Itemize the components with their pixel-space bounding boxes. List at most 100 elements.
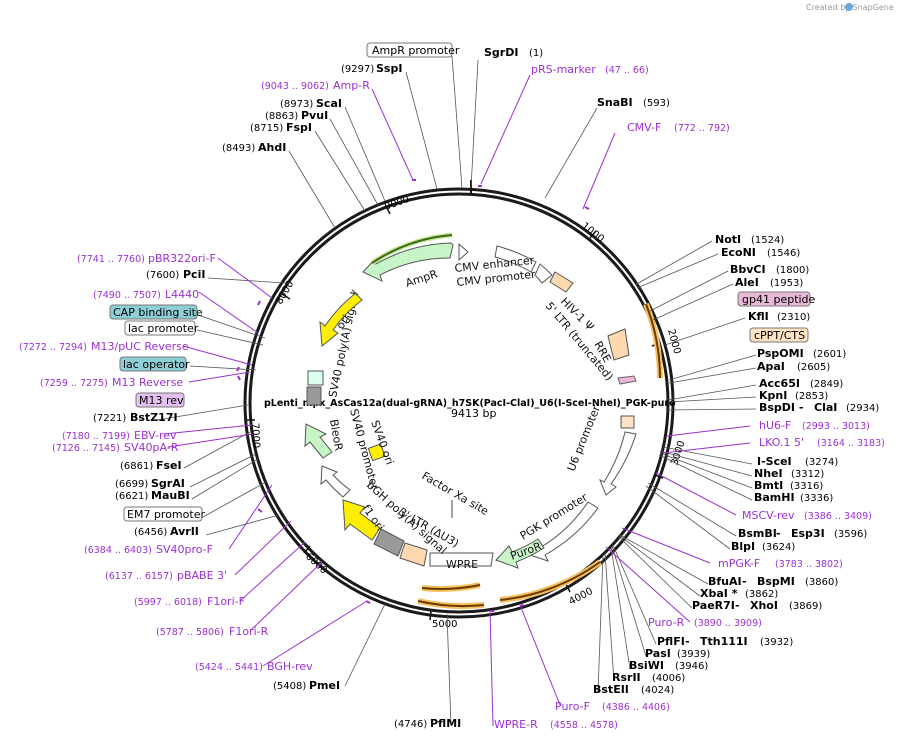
svg-text:(2605): (2605) (797, 362, 830, 373)
primer-mpgk-f[interactable]: mPGK-F(3783 .. 3802) (718, 557, 843, 570)
enzyme-snabi[interactable]: SnaBI(593) (597, 96, 670, 109)
svg-text:(7600): (7600) (146, 270, 179, 281)
pill-lac-operator[interactable]: lac operator (119, 356, 190, 372)
pill-ampr-promoter[interactable]: AmpR promoter (366, 42, 460, 58)
svg-text:(3869): (3869) (789, 601, 822, 612)
primer-lko1[interactable]: LKO.1 5'(3164 .. 3183) (759, 436, 885, 449)
enzyme-bbvci[interactable]: BbvCI(1800) (730, 263, 809, 276)
svg-text:(3860): (3860) (805, 577, 838, 588)
enzyme-pasi[interactable]: PasI(3939) (645, 647, 710, 660)
primer-l4440[interactable]: (7490 .. 7507)L4440 (93, 288, 199, 301)
enzyme-i-scei[interactable]: I-SceI(3274) (757, 455, 838, 468)
primer-wpre-r[interactable]: WPRE-R(4558 .. 4578) (494, 718, 618, 731)
enzyme-bmti[interactable]: BmtI(3316) (754, 479, 823, 492)
pill-m13-rev[interactable]: M13 rev (135, 392, 185, 408)
enzyme-acc65i[interactable]: Acc65I(2849) (759, 377, 843, 390)
primer-puro-r[interactable]: Puro-R(3890 .. 3909) (648, 616, 762, 629)
enzyme-pmei[interactable]: (5408)PmeI (273, 679, 340, 692)
svg-text:WPRE-R: WPRE-R (494, 718, 538, 731)
rre-feature (607, 328, 630, 361)
svg-text:SspI: SspI (376, 62, 402, 75)
primer-sv40pa-r[interactable]: (7126 .. 7145)SV40pA-R (52, 441, 179, 454)
primer-m13-reverse[interactable]: (7259 .. 7275)M13 Reverse (40, 376, 183, 389)
enzyme-bsmbi-esp3i[interactable]: BsmBI - Esp3I(3596) (738, 527, 867, 540)
enzyme-nhei[interactable]: NheI(3312) (754, 467, 824, 480)
pill-cppt-cts[interactable]: cPPT/CTS (749, 327, 809, 343)
svg-text:(1524): (1524) (751, 235, 784, 246)
tick-label-7000: 7000 (249, 423, 261, 449)
primer-f1ori-f[interactable]: (5997 .. 6018)F1ori-F (134, 595, 245, 608)
svg-text:(5997 .. 6018): (5997 .. 6018) (134, 597, 202, 608)
enzyme-bfuai-bspmi[interactable]: BfuAI - BspMI(3860) (708, 575, 838, 588)
primer-mscv-rev[interactable]: MSCV-rev(3386 .. 3409) (742, 509, 872, 522)
enzyme-bstz17i[interactable]: (7221)BstZ17I (93, 411, 178, 424)
enzyme-maubi[interactable]: (6621)MauBI (115, 489, 190, 502)
bleor-label: BleoR (327, 418, 345, 452)
svg-text:XhoI: XhoI (750, 599, 778, 612)
enzyme-paer7i-xhoi[interactable]: PaeR7I - XhoI(3869) (692, 599, 822, 612)
primer-f1ori-r[interactable]: (5787 .. 5806)F1ori-R (156, 625, 269, 638)
svg-text:(8715): (8715) (250, 123, 283, 134)
pill-lac-promoter[interactable]: lac promoter (124, 320, 199, 336)
ampr-label: AmpR (404, 267, 440, 290)
enzyme-rsrii[interactable]: RsrII(4006) (612, 671, 685, 684)
enzyme-kfli[interactable]: KflI(2310) (748, 310, 810, 323)
svg-text:Esp3I: Esp3I (791, 527, 825, 540)
enzyme-bspdi-clai[interactable]: BspDI - ClaI(2934) (759, 401, 879, 414)
enzyme-sspi[interactable]: (9297)SspI (341, 62, 402, 75)
primer-cmv-f[interactable]: CMV-F(772 .. 792) (627, 121, 730, 134)
pill-em7-promoter[interactable]: EM7 promoter (123, 506, 205, 522)
svg-text:-: - (735, 599, 740, 612)
sv40-promoter-feature (320, 465, 351, 498)
primer-hu6-f[interactable]: hU6-F(2993 .. 3013) (759, 419, 870, 432)
svg-text:ScaI: ScaI (316, 97, 342, 110)
enzyme-bamhi[interactable]: BamHI(3336) (754, 491, 833, 504)
enzyme-noti[interactable]: NotI(1524) (715, 233, 784, 246)
svg-text:(6621): (6621) (115, 491, 148, 502)
svg-text:(1953): (1953) (770, 278, 803, 289)
enzyme-blpi[interactable]: BlpI(3624) (731, 540, 795, 553)
enzyme-econi[interactable]: EcoNI(1546) (721, 246, 800, 259)
enzyme-pspomi[interactable]: PspOMI(2601) (757, 347, 846, 360)
primer-ebv-rev[interactable]: (7180 .. 7199)EBV-rev (62, 429, 177, 442)
primer-pbr322ori-f[interactable]: (7741 .. 7760)pBR322ori-F (77, 252, 216, 265)
svg-text:BstZ17I: BstZ17I (130, 411, 178, 424)
primer-prs-marker[interactable]: pRS-marker(47 .. 66) (531, 63, 649, 76)
ltr3-feature (399, 542, 428, 567)
primer-amp-r[interactable]: (9043 .. 9062)Amp-R (261, 79, 370, 92)
enzyme-ahdi[interactable]: (8493)AhdI (222, 141, 286, 154)
enzyme-scai[interactable]: (8973)ScaI (280, 97, 342, 110)
svg-text:PciI: PciI (183, 268, 205, 281)
svg-text:pRS-marker: pRS-marker (531, 63, 596, 76)
enzyme-pvui[interactable]: (8863)PvuI (265, 109, 328, 122)
enzyme-pflmi[interactable]: (4746)PflMI (394, 717, 461, 730)
pill-cap-binding-site[interactable]: CAP binding site (109, 304, 203, 320)
enzyme-fsei[interactable]: (6861)FseI (120, 459, 182, 472)
enzyme-pcii[interactable]: (7600) PciI (146, 268, 205, 281)
enzyme-fspi[interactable]: (8715)FspI (250, 121, 312, 134)
cppt-feature (620, 415, 635, 429)
pill-gp41-peptide[interactable]: gp41 peptide (737, 291, 816, 307)
ampr-feature (362, 242, 454, 282)
enzyme-avrii[interactable]: (6456)AvrII (134, 525, 199, 538)
primer-marks (236, 179, 590, 612)
enzyme-sgrai[interactable]: (6699)SgrAI (115, 477, 185, 490)
svg-text:BsmBI: BsmBI (738, 527, 777, 540)
enzyme-bsiwi[interactable]: BsiWI(3946) (629, 659, 708, 672)
svg-text:(9297): (9297) (341, 64, 374, 75)
orf-arc-right (643, 302, 663, 379)
enzyme-alei[interactable]: AleI (1953) (735, 276, 803, 289)
enzyme-bsteii[interactable]: BstEII(4024) (593, 683, 674, 696)
primer-pbabe3[interactable]: (6137 .. 6157)pBABE 3' (105, 569, 227, 582)
enzyme-xbai[interactable]: XbaI *(3862) (700, 587, 778, 600)
enzyme-pflfi-tth111i[interactable]: PflFI - Tth111I(3932) (657, 635, 793, 648)
enzyme-kpni[interactable]: KpnI(2853) (759, 389, 828, 402)
primer-sv40pro-f[interactable]: (6384 .. 6403)SV40pro-F (84, 543, 213, 556)
svg-text:AleI: AleI (735, 276, 759, 289)
primer-puro-f[interactable]: Puro-F(4386 .. 4406) (555, 700, 670, 713)
enzyme-sgrdi[interactable]: SgrDI(1) (484, 46, 543, 59)
primer-bgh-rev[interactable]: (5424 .. 5441)BGH-rev (195, 660, 313, 673)
enzyme-apai[interactable]: ApaI(2605) (757, 360, 830, 373)
primer-m13-puc-reverse[interactable]: (7272 .. 7294)M13/pUC Reverse (19, 340, 189, 353)
ori-feature (319, 289, 363, 347)
